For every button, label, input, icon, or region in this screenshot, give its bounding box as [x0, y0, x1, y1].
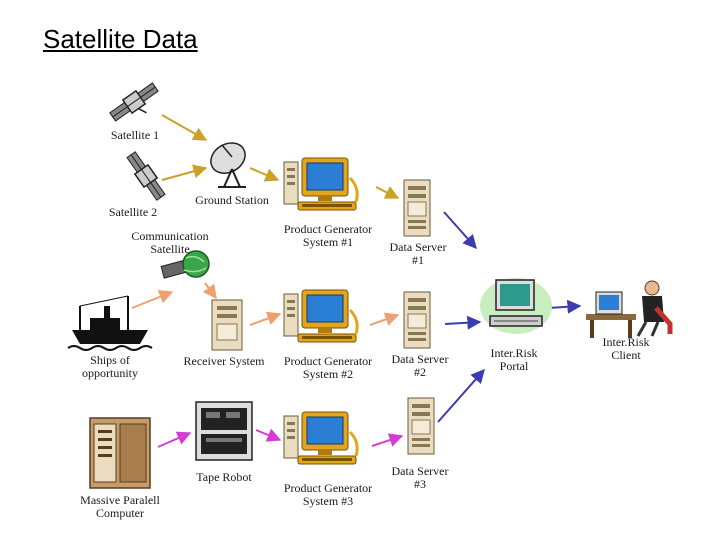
massive-computer-label-line1: Massive Paralell: [80, 493, 160, 507]
comm-satellite-label: Communication Satellite: [124, 230, 216, 256]
arrow-computer-to-tape: [157, 431, 192, 448]
slide-title: Satellite Data: [43, 24, 198, 54]
workstation-icon: [282, 156, 359, 212]
pg1-label: Product Generator System #1: [276, 223, 380, 249]
pg3-label: Product Generator System #3: [276, 482, 380, 508]
tape-robot-label-line1: Tape Robot: [196, 470, 252, 484]
comm-satellite-label-line1: Communication: [131, 229, 209, 243]
client-label-line2: Client: [611, 348, 641, 362]
ships-label-line1: Ships of: [90, 353, 130, 367]
tape-robot-label: Tape Robot: [188, 471, 260, 484]
pg1-label-line1: Product Generator: [283, 222, 373, 236]
satellite2-label-line1: Satellite 2: [108, 205, 158, 219]
arrow-ds2-to-portal: [444, 315, 482, 330]
ds1-label-line1: Data Server: [389, 240, 447, 254]
client-label-line1: Inter.Risk: [602, 335, 650, 349]
ground-station-label: Ground Station: [190, 194, 274, 207]
communication-satellite-icon: [160, 250, 210, 279]
portal-label-line1: Inter.Risk: [490, 346, 538, 360]
ds3-label: Data Server #3: [386, 465, 454, 491]
satellite-dish-icon: [210, 142, 246, 188]
ds3-label-line2: #3: [414, 477, 426, 491]
arrow-comm-to-receiver: [202, 282, 217, 300]
arrow-sat2-to-ground: [161, 164, 208, 181]
client-label: Inter.Risk Client: [592, 336, 660, 362]
pg3-label-line1: Product Generator: [283, 481, 373, 495]
pg2-label: Product Generator System #2: [276, 355, 380, 381]
pg1-label-line2: System #1: [302, 235, 354, 249]
ds2-label: Data Server #2: [386, 353, 454, 379]
ds1-label: Data Server #1: [384, 241, 452, 267]
pg2-label-line1: Product Generator: [283, 354, 373, 368]
arrow-pg1-to-ds1: [375, 186, 400, 199]
workstation-icon: [282, 410, 359, 466]
portal-label: Inter.Risk Portal: [480, 347, 548, 373]
server-tower-icon: [407, 397, 435, 455]
massive-computer-label: Massive Paralell Computer: [72, 494, 168, 520]
ship-icon: [67, 295, 153, 351]
satellite-icon: [126, 151, 166, 201]
ground-station-label-line1: Ground Station: [195, 193, 269, 207]
ds2-label-line1: Data Server: [391, 352, 449, 366]
arrow-ground-to-pg1: [249, 167, 280, 182]
tape-robot-icon: [195, 401, 253, 461]
arrow-sat1-to-ground: [161, 114, 208, 141]
satellite-icon: [109, 82, 159, 122]
arrow-ships-to-comm: [131, 290, 174, 309]
arrow-ds1-to-portal: [443, 211, 477, 250]
receiver-label-line1: Receiver System: [183, 354, 265, 368]
portal-computer-icon: [480, 278, 552, 334]
arrow-pg2-to-ds2: [369, 312, 400, 326]
arrow-pg3-to-ds3: [371, 433, 404, 447]
ds2-label-line2: #2: [414, 365, 426, 379]
ds3-label-line1: Data Server: [391, 464, 449, 478]
server-tower-icon: [403, 291, 431, 349]
massive-computer-label-line2: Computer: [96, 506, 144, 520]
satellite2-label: Satellite 2: [102, 206, 164, 219]
workstation-icon: [282, 288, 359, 344]
arrow-ds3-to-portal: [437, 368, 485, 423]
portal-label-line2: Portal: [499, 359, 529, 373]
satellite1-label-line1: Satellite 1: [110, 128, 160, 142]
satellite1-label: Satellite 1: [104, 129, 166, 142]
pg3-label-line2: System #3: [302, 494, 354, 508]
client-user-desk-icon: [586, 280, 673, 338]
arrow-portal-to-client: [547, 299, 582, 314]
arrow-receiver-to-pg2: [249, 311, 282, 326]
ships-label-line2: opportunity: [82, 366, 138, 380]
ships-label: Ships of opportunity: [72, 354, 148, 380]
computer-tower-icon: [211, 299, 243, 351]
server-tower-icon: [403, 179, 431, 237]
receiver-label: Receiver System: [178, 355, 270, 368]
arrow-tape-to-pg3: [255, 428, 282, 442]
comm-satellite-label-line2: Satellite: [150, 242, 190, 256]
pg2-label-line2: System #2: [302, 367, 354, 381]
ds1-label-line2: #1: [412, 253, 424, 267]
mainframe-cabinet-icon: [89, 417, 151, 489]
